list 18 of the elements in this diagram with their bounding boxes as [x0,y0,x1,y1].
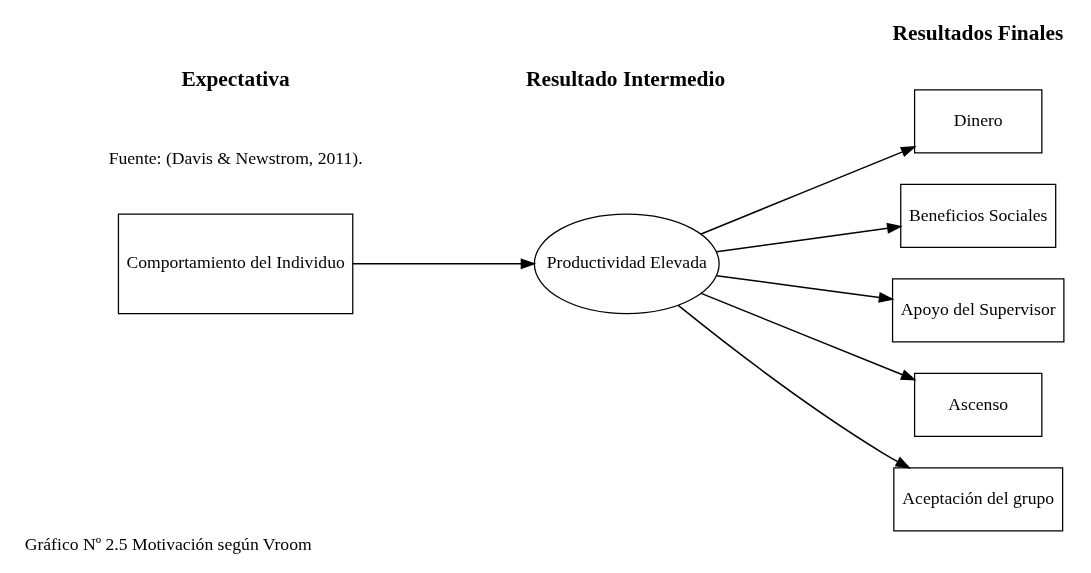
arrow [677,304,912,469]
label: Resultado Intermedio [525,67,726,92]
arrow [700,292,917,381]
arrow [352,258,537,270]
node-box: Beneficios Sociales [900,183,1057,249]
node-box: Comportamiento del Individuo [117,213,354,315]
caption: Gráfico Nº 2.5 Motivación según Vroom [24,534,312,555]
node-box: Apoyo del Supervisor [891,278,1065,343]
arrow [715,274,895,303]
arrow [715,222,903,253]
label: Resultados Finales [892,20,1064,45]
label: Expectativa [181,67,290,92]
arrow [700,146,917,235]
node-box: Dinero [913,89,1043,154]
node-box: Aceptación del grupo [893,467,1064,532]
label: Fuente: (Davis & Newstrom, 2011). [108,147,363,168]
node-box: Ascenso [913,372,1043,438]
node-ellipse: Productividad Elevada [533,213,720,315]
